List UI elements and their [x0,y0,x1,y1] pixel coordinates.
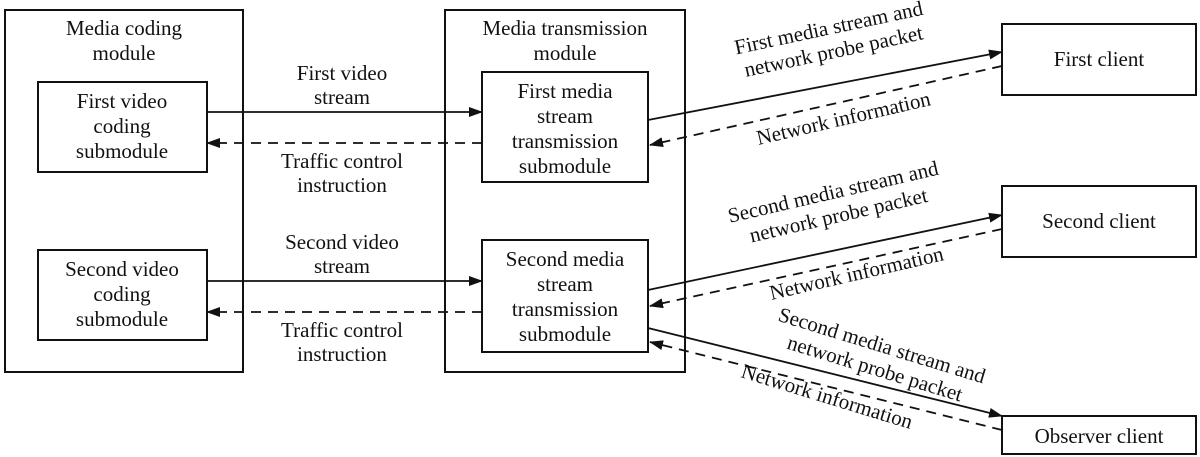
observer-client: Observer client [1002,416,1196,454]
label: First media [517,79,613,103]
first-media-stream-transmission-submodule: First media stream transmission submodul… [482,72,648,182]
label: stream [537,104,593,128]
label: coding [93,114,151,138]
link-label: Network information [754,86,933,150]
label: First client [1054,47,1145,71]
label: submodule [76,307,168,331]
first-video-coding-submodule: First video coding submodule [38,82,207,172]
link-label: instruction [297,173,387,197]
link-label: First video [297,61,387,85]
link-label: instruction [297,342,387,366]
label: Second client [1042,209,1156,233]
label: submodule [76,139,168,163]
link-label: stream [314,85,370,109]
second-client: Second client [1002,186,1196,257]
link-label: Second video [285,230,399,254]
label: First video [77,89,167,113]
link-label: Traffic control [281,149,403,173]
label: submodule [519,322,611,346]
second-video-coding-submodule: Second video coding submodule [38,250,207,340]
module-title: Media transmission [482,16,648,40]
media-transmission-module: Media transmission module First media st… [445,10,685,372]
second-media-stream-transmission-submodule: Second media stream transmission submodu… [482,240,648,352]
module-title: Media coding [66,16,183,40]
label: coding [93,282,151,306]
label: Second video [65,257,179,281]
label: submodule [519,154,611,178]
media-coding-module: Media coding module First video coding s… [5,10,243,372]
label: transmission [512,129,619,153]
label: stream [537,272,593,296]
link-label: Network information [767,241,946,305]
module-title: module [93,41,156,65]
link-label: Traffic control [281,318,403,342]
label: Observer client [1035,424,1164,448]
label: Second media [506,247,625,271]
label: transmission [512,297,619,321]
link-label: stream [314,254,370,278]
first-client: First client [1002,24,1196,95]
module-title: module [534,41,597,65]
